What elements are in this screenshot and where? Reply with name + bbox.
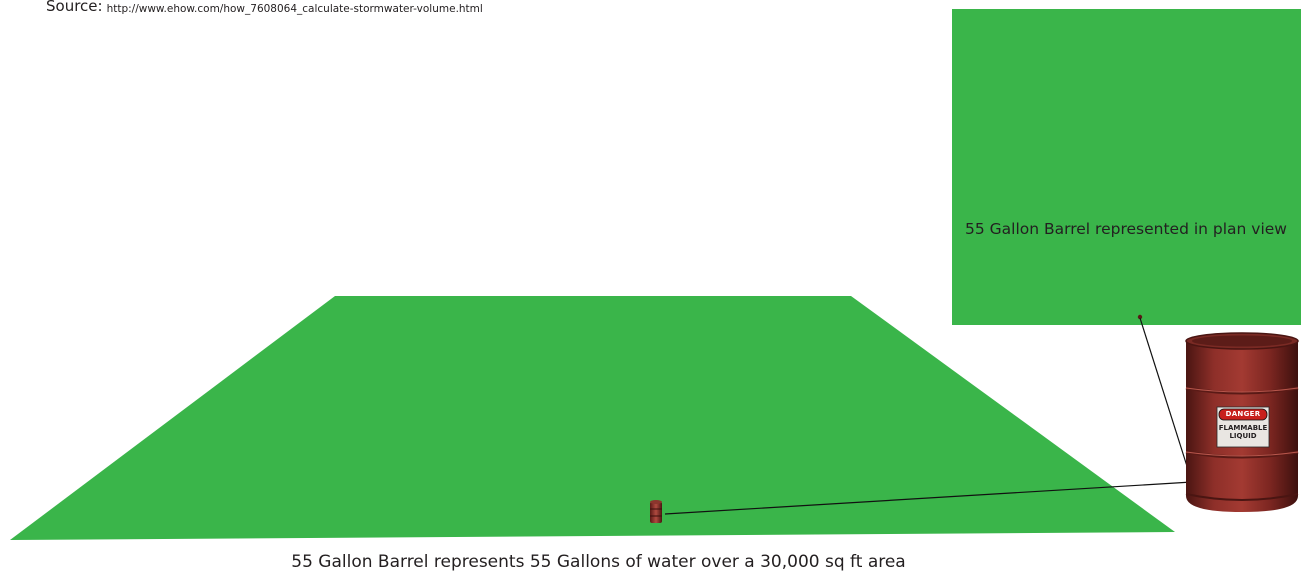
- connector-line-plan: [1139, 317, 1193, 483]
- plan-view-barrel-dot: [1137, 314, 1143, 320]
- diagram-caption: 55 Gallon Barrel represents 55 Gallons o…: [291, 552, 906, 572]
- barrel-danger-label: DANGER: [1225, 410, 1261, 418]
- plan-view-square: [952, 9, 1301, 325]
- source-label: Source:: [46, 0, 103, 15]
- source-line: Source:http://www.ehow.com/how_7608064_c…: [46, 0, 483, 18]
- connector-line-ground: [664, 481, 1193, 515]
- source-url: http://www.ehow.com/how_7608064_calculat…: [106, 3, 483, 15]
- small-barrel-icon: [650, 500, 662, 523]
- barrel-illustration: [1185, 332, 1299, 512]
- barrel-flammable-label: FLAMMABLE LIQUID: [1218, 424, 1268, 440]
- perspective-area-plane: [10, 296, 1175, 540]
- plan-view-caption: 55 Gallon Barrel represented in plan vie…: [965, 220, 1287, 238]
